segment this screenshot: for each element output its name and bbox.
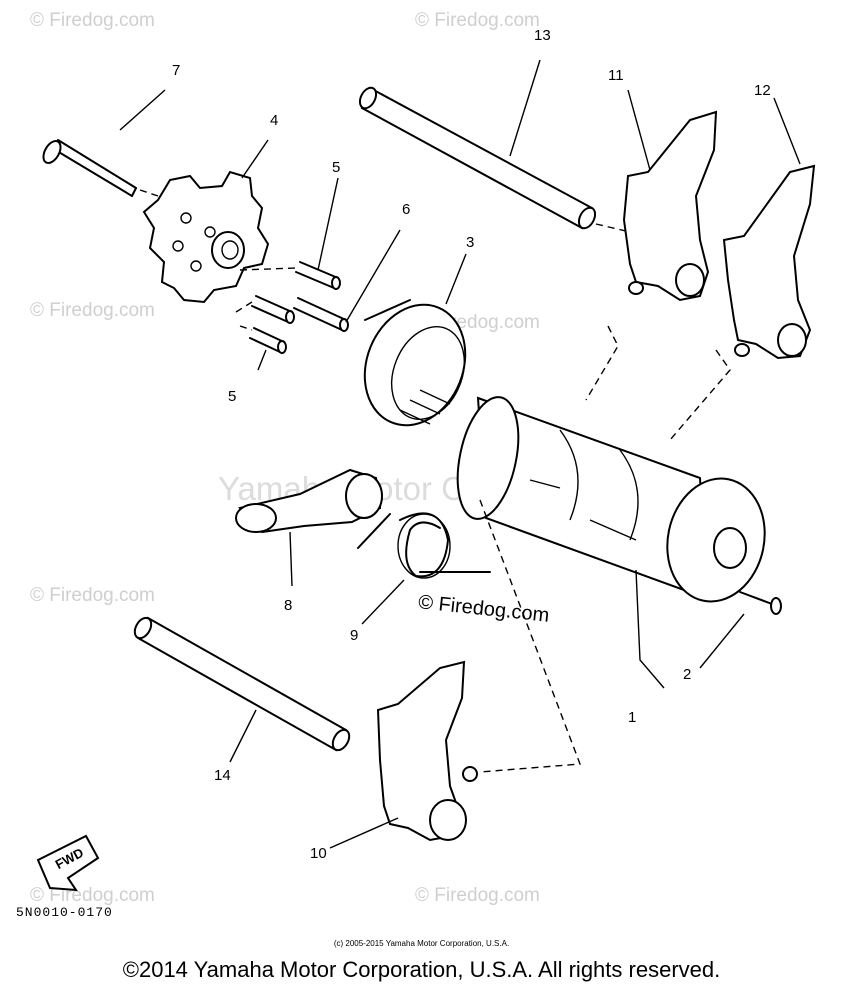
watermark-top-center: © Firedog.com: [415, 10, 540, 31]
part-2-pin: [699, 591, 782, 669]
watermark-top-left: © Firedog.com: [30, 10, 155, 31]
part-11-fork: [622, 89, 718, 302]
part-7-bolt: [42, 89, 201, 211]
label-part-2: 2: [683, 666, 692, 683]
part-8-lever: [235, 468, 383, 587]
label-part-1: 1: [628, 709, 637, 726]
fwd-arrow-icon: FWD: [36, 834, 100, 892]
small-copyright: (c) 2005-2015 Yamaha Motor Corporation, …: [333, 939, 510, 948]
label-part-9: 9: [350, 627, 359, 644]
label-part-7: 7: [172, 62, 181, 79]
part-10-fork: [329, 499, 581, 849]
part-12-fork: [722, 97, 816, 360]
label-part-8: 8: [284, 597, 293, 614]
watermark-bottom-left: © Firedog.com: [30, 885, 155, 906]
part-3-bearing: [363, 253, 467, 427]
part-1-drum: [456, 325, 766, 689]
label-part-12: 12: [754, 82, 771, 99]
watermark-low-left: © Firedog.com: [30, 585, 155, 606]
label-part-4: 4: [270, 112, 279, 129]
watermark-mid-left: © Firedog.com: [30, 300, 155, 321]
label-part-13: 13: [534, 27, 551, 44]
part-5-6-pins: [235, 177, 401, 371]
label-part-14: 14: [214, 767, 231, 784]
label-part-5-bottom: 5: [228, 388, 237, 405]
label-part-5-top: 5: [332, 159, 341, 176]
label-part-6: 6: [402, 201, 411, 218]
label-part-11: 11: [608, 67, 624, 84]
part-14-shaft: [133, 616, 351, 763]
label-part-3: 3: [466, 234, 475, 251]
label-part-10: 10: [310, 845, 327, 862]
watermark-bottom-center: © Firedog.com: [415, 885, 540, 906]
drawing-code: 5N0010-0170: [16, 905, 113, 920]
copyright-notice: ©2014 Yamaha Motor Corporation, U.S.A. A…: [122, 957, 721, 982]
part-13-shaft: [358, 59, 631, 233]
part-9-spring: [357, 512, 491, 625]
part-4-segment: [142, 139, 270, 304]
